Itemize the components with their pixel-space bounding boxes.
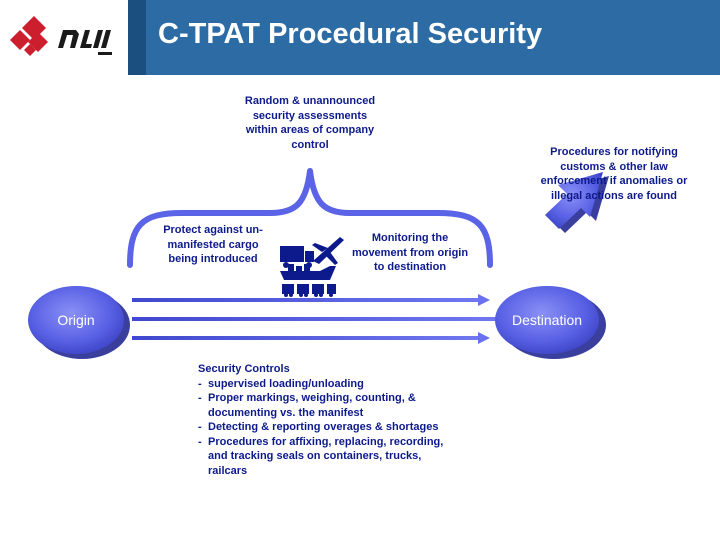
transport-icons: [280, 237, 344, 297]
slide-title: C-TPAT Procedural Security: [158, 18, 543, 50]
list-item: Proper markings, weighing, counting, & d…: [198, 391, 448, 420]
security-controls-heading: Security Controls: [198, 363, 290, 375]
security-controls: Security Controls supervised loading/unl…: [198, 362, 448, 478]
ship-icon: [280, 264, 336, 280]
list-item: Detecting & reporting overages & shortag…: [198, 420, 448, 435]
monitor-label: Monitoring the movement from origin to d…: [351, 232, 469, 273]
notification-arrow: [545, 172, 609, 233]
slide-header: C-TPAT Procedural Security: [0, 0, 720, 75]
random-assessments-label: Random & unannounced security assessment…: [244, 95, 376, 151]
list-item: supervised loading/unloading: [198, 377, 448, 392]
header-accent-bar: [128, 0, 146, 75]
company-logo: [0, 0, 128, 75]
logo-icon: [10, 16, 112, 56]
destination-label: Destination: [511, 312, 583, 328]
origin-label: Origin: [57, 312, 95, 328]
notify-procedures-label: Procedures for notifying customs & other…: [540, 146, 688, 202]
list-item: Procedures for affixing, replacing, reco…: [198, 435, 448, 479]
protect-label: Protect against un-manifested cargo bein…: [163, 224, 263, 265]
curly-brace: [127, 168, 493, 268]
destination-node: [495, 286, 599, 354]
rail-cars-icon: [282, 284, 336, 297]
procedural-security-diagram: Random & unannounced security assessment…: [0, 75, 720, 540]
header-bar: [146, 0, 720, 75]
diagram-graphics: [28, 168, 609, 359]
airplane-icon: [312, 237, 344, 265]
flow-arrows: [132, 294, 510, 344]
security-controls-list: supervised loading/unloading Proper mark…: [198, 377, 448, 479]
origin-node: [28, 286, 124, 354]
